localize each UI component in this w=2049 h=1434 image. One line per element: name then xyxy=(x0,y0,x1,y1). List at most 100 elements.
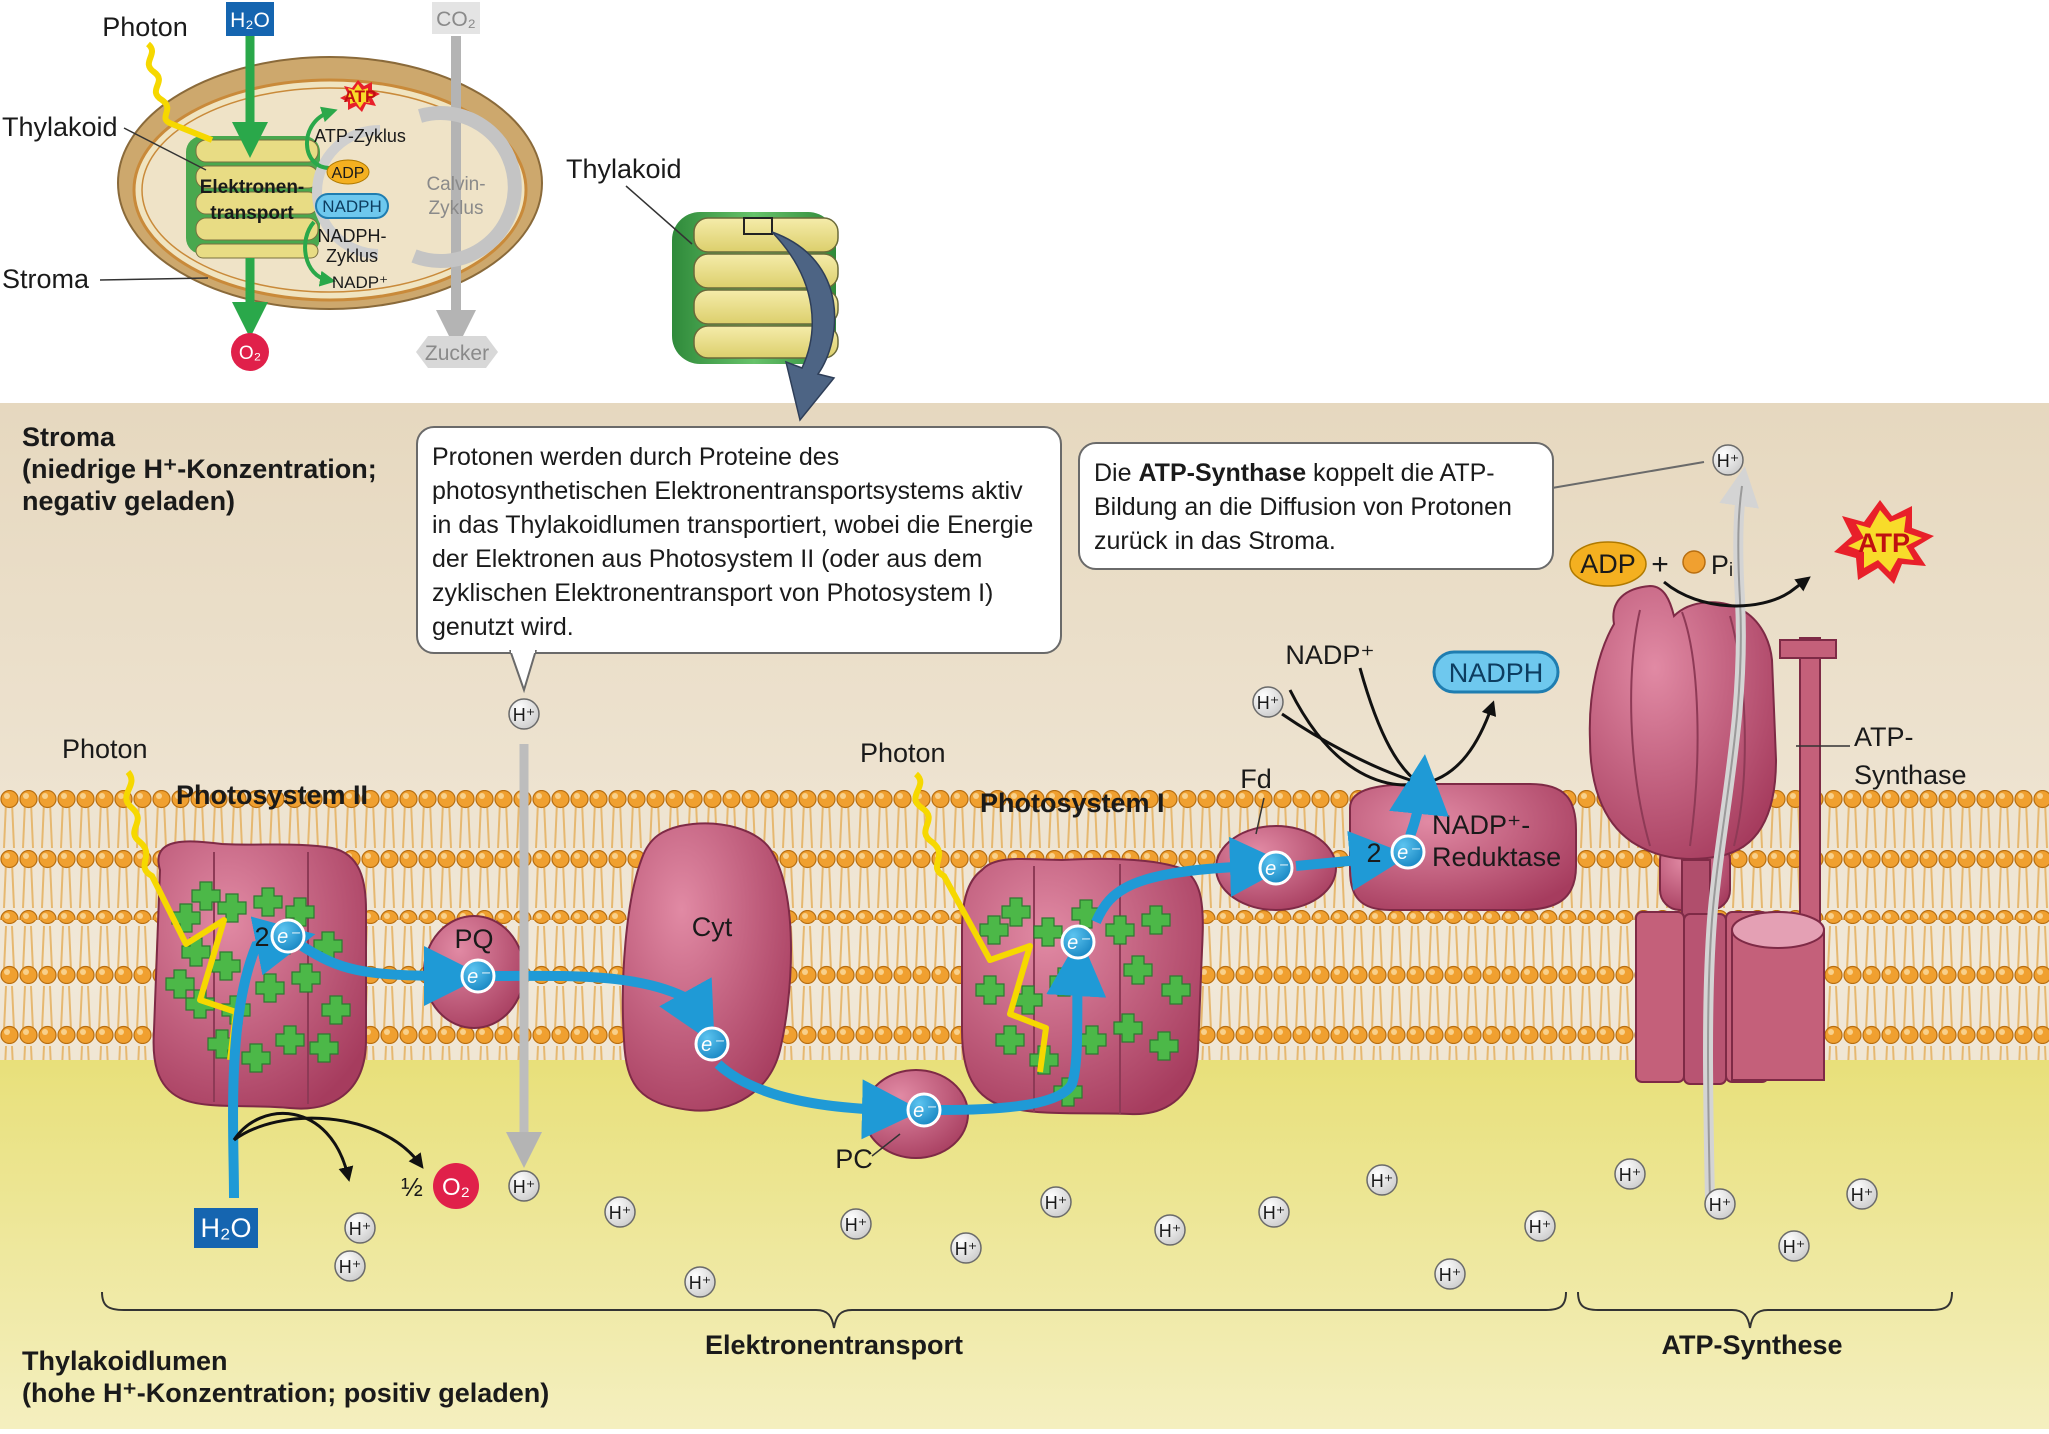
chloroplast-inset: Elektronen- transport H₂O O₂ Photon Thyl… xyxy=(2,2,543,371)
proton: H⁺ xyxy=(1524,1210,1556,1242)
inset-stroma-leader xyxy=(99,277,209,281)
nadp-plus-label: NADP⁺ xyxy=(1285,640,1374,670)
chlorophyll-molecule xyxy=(253,887,283,917)
plus-sign: + xyxy=(1651,548,1669,581)
cytochrome-complex xyxy=(621,822,792,1112)
electron-label: e⁻ xyxy=(701,1034,724,1056)
chlorophyll-molecule xyxy=(191,881,221,911)
protons: H⁺H⁺H⁺H⁺H⁺H⁺H⁺H⁺H⁺H⁺H⁺H⁺H⁺H⁺H⁺H⁺H⁺H⁺H⁺H⁺ xyxy=(334,444,1878,1298)
stack-thylakoid-label: Thylakoid xyxy=(566,154,682,184)
cyt-label: Cyt xyxy=(692,912,733,942)
proton-label: H⁺ xyxy=(1717,451,1740,471)
stroma-concentration: (niedrige H⁺-Konzentration; xyxy=(22,454,377,484)
atp-brace xyxy=(1577,1291,1953,1329)
stroma-title: Stroma xyxy=(22,422,116,452)
water-to-oxygen-arrow xyxy=(233,1116,424,1169)
proton-label: H⁺ xyxy=(845,1215,868,1235)
reductase-two: 2 xyxy=(1366,838,1381,868)
chlorophyll-molecule xyxy=(181,937,211,967)
proton: H⁺ xyxy=(684,1266,716,1298)
proton-label: H⁺ xyxy=(689,1273,712,1293)
chlorophyll-molecule xyxy=(241,1043,271,1073)
proton-label: H⁺ xyxy=(1159,1221,1182,1241)
electron: e⁻ xyxy=(1390,834,1426,870)
electron: e⁻ xyxy=(460,958,496,994)
proton-label: H⁺ xyxy=(1529,1217,1552,1237)
inset-thylakoid-stack xyxy=(186,136,320,259)
inset-sugar-hex xyxy=(416,336,498,368)
inset-h2o-box xyxy=(226,2,274,36)
chlorophyll-molecule xyxy=(321,995,351,1025)
adp-oval xyxy=(1569,541,1647,587)
proton-to-reductase-line xyxy=(1281,712,1411,782)
ps2-photon-wave xyxy=(123,770,239,1061)
chlorophyll-molecule xyxy=(979,915,1009,945)
chlorophyll-molecule xyxy=(1161,975,1191,1005)
electrons: e⁻e⁻e⁻e⁻e⁻e⁻e⁻ xyxy=(270,834,1426,1128)
inset-o2-label: O₂ xyxy=(239,343,261,364)
h2o-box xyxy=(194,1208,258,1248)
electron-label: e⁻ xyxy=(1265,858,1288,880)
adp-label: ADP xyxy=(1580,549,1636,579)
proton: H⁺ xyxy=(840,1208,872,1240)
calvin-label-1: Calvin- xyxy=(426,174,485,195)
inset-nadph-pill xyxy=(315,193,389,219)
atp-synthase-label-1: ATP- xyxy=(1854,722,1914,752)
et-section-label: Elektronentransport xyxy=(705,1330,963,1360)
proton: H⁺ xyxy=(344,1212,376,1244)
nadph-label: NADPH xyxy=(1449,658,1544,688)
chlorophyll-molecule xyxy=(1123,955,1153,985)
chlorophyll-molecule xyxy=(1113,1013,1143,1043)
inset-thylakoid-leader xyxy=(123,127,207,171)
inset-photon-wave xyxy=(145,41,214,143)
left-callout-tail xyxy=(509,650,537,694)
proton-label: H⁺ xyxy=(1045,1193,1068,1213)
o2-circle xyxy=(433,1163,479,1209)
lumen-concentration: (hohe H⁺-Konzentration; positiv geladen) xyxy=(22,1378,549,1408)
inset-thylakoid-label: Thylakoid xyxy=(2,112,118,142)
proton-label: H⁺ xyxy=(955,1239,978,1259)
proton-label: H⁺ xyxy=(513,705,536,725)
chlorophyll-molecule xyxy=(165,969,195,999)
electron-label: e⁻ xyxy=(277,926,300,948)
chlorophyll-molecule xyxy=(995,1025,1025,1055)
proton: H⁺ xyxy=(1154,1214,1186,1246)
zoom-box xyxy=(743,217,773,235)
atp-callout-suffix: koppelt die ATP-Bildung an die Diffusion… xyxy=(1094,459,1512,555)
fd-label: Fd xyxy=(1240,764,1272,794)
reductase-label-2: Reduktase xyxy=(1432,842,1561,872)
electron: e⁻ xyxy=(906,1092,942,1128)
h2o-label: H₂O xyxy=(201,1213,252,1243)
inset-adp-label: ADP xyxy=(332,165,365,182)
inset-adp-oval xyxy=(326,159,370,185)
proton-label: H⁺ xyxy=(1709,1195,1732,1215)
reductase-label-1: NADP⁺- xyxy=(1432,810,1530,840)
proton-label: H⁺ xyxy=(1263,1203,1286,1223)
atp-section-label: ATP-Synthese xyxy=(1661,1330,1842,1360)
proton-transport-text: Protonen werden durch Proteine des photo… xyxy=(432,443,1034,641)
calvin-cycle-inner xyxy=(312,124,381,259)
proton-label: H⁺ xyxy=(1783,1237,1806,1257)
atp-synthase xyxy=(1588,584,1837,1085)
proton: H⁺ xyxy=(950,1232,982,1264)
photon-label-ps1: Photon xyxy=(860,738,946,768)
proton-label: H⁺ xyxy=(1619,1165,1642,1185)
electron-label: e⁻ xyxy=(913,1100,936,1122)
calvin-label-2: Zyklus xyxy=(429,198,484,219)
proton: H⁺ xyxy=(1040,1186,1072,1218)
water-to-proton-arrow xyxy=(232,1111,354,1182)
inset-o2-circle xyxy=(231,333,269,371)
proton-flow-outline xyxy=(1707,485,1743,1203)
chlorophyll-molecule xyxy=(217,893,247,923)
electron-label: e⁻ xyxy=(1397,842,1420,864)
proton-label: H⁺ xyxy=(1371,1171,1394,1191)
chlorophyll-molecule xyxy=(975,975,1005,1005)
half-label: ½ xyxy=(401,1172,423,1202)
proton: H⁺ xyxy=(1778,1230,1810,1262)
atp-callout-prefix: Die xyxy=(1094,459,1139,487)
pc-label: PC xyxy=(835,1144,873,1174)
chlorophyll-molecule xyxy=(309,1033,339,1063)
inset-et-label-2: transport xyxy=(210,203,294,224)
proton: H⁺ xyxy=(604,1196,636,1228)
ps1-label: Photosystem I xyxy=(980,788,1165,818)
